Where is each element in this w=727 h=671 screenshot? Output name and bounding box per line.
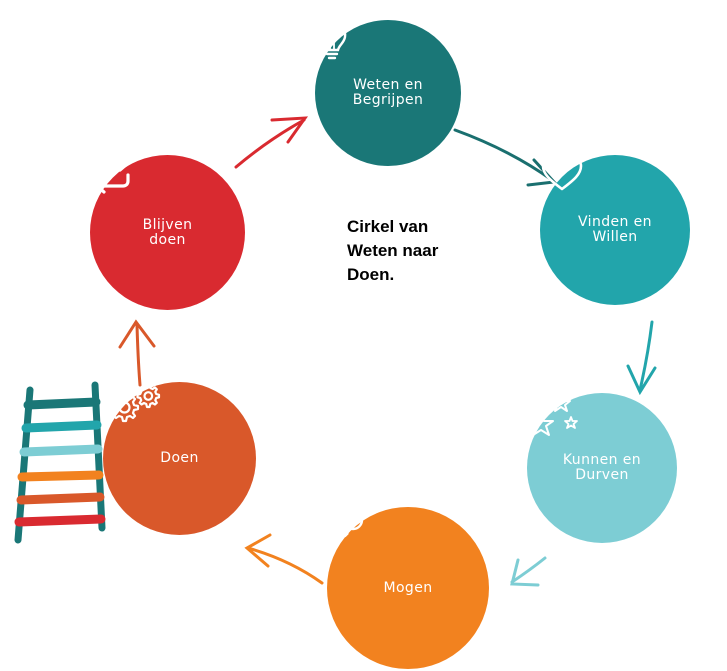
stage-label: Weten en Begrijpen: [352, 77, 424, 108]
stage-vinden-en-willen: Vinden en Willen: [540, 155, 690, 305]
key-icon: [330, 509, 364, 546]
stage-blijven-doen: Blijven doen: [90, 155, 245, 310]
ladder-icon: [14, 381, 106, 544]
gears-icon: [109, 383, 161, 423]
title-line: Weten naar: [347, 241, 439, 260]
title-line: Cirkel van: [347, 217, 429, 236]
refresh-icon: [94, 156, 130, 194]
arrow-blijven-to-weten: [234, 116, 309, 169]
title-line: Doen.: [347, 265, 395, 284]
arrow-kunnen-to-mogen: [510, 556, 547, 587]
ladder-rung: [16, 492, 105, 505]
ladder-rung: [14, 514, 106, 527]
stage-kunnen-en-durven: Kunnen en Durven: [527, 393, 677, 543]
stage-label: Blijven doen: [142, 216, 193, 248]
stage-label: Vinden en Willen: [578, 214, 652, 245]
stage-doen: Doen: [103, 382, 256, 535]
arrow-doen-to-blijven: [118, 319, 156, 387]
ladder-rail-left: [14, 386, 34, 544]
ladder-rung: [21, 420, 102, 433]
arrow-vinden-to-kunnen: [626, 320, 657, 396]
stage-label: Kunnen en Durven: [562, 452, 642, 483]
heart-icon: [541, 156, 583, 191]
ladder-rung: [17, 470, 104, 482]
arrow-mogen-to-doen: [244, 533, 324, 585]
stars-icon: [528, 394, 578, 436]
stage-label: Doen: [160, 450, 199, 466]
stage-mogen: Mogen: [327, 507, 489, 669]
lightbulb-icon: [317, 21, 347, 60]
stage-weten-en-begrijpen: Weten en Begrijpen: [315, 20, 461, 166]
ladder-rail-right: [91, 381, 106, 532]
ladder-rung: [23, 397, 101, 410]
stage-label: Mogen: [383, 579, 433, 596]
ladder-rung: [19, 444, 103, 457]
diagram-title: Cirkel van Weten naar Doen.: [347, 215, 487, 287]
